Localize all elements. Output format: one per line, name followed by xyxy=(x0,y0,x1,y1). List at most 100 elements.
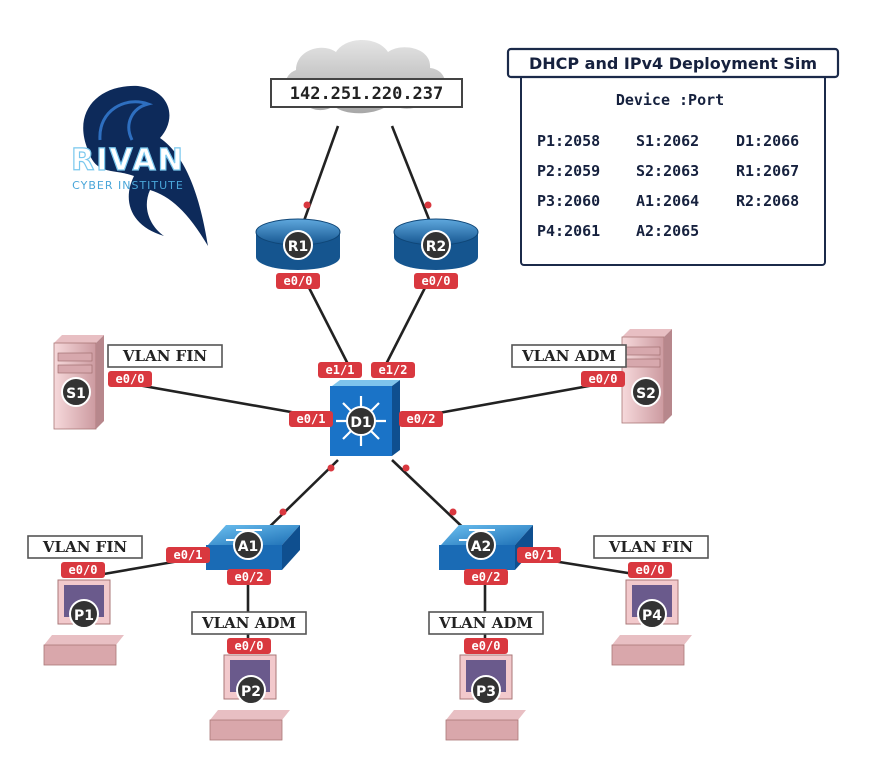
info-entry: R2:2068 xyxy=(736,192,799,210)
pc-p2[interactable]: P2 xyxy=(209,654,290,741)
server-top xyxy=(622,329,672,337)
info-box-entries: P1:2058 S1:2062 D1:2066 P2:2059 S2:2063 … xyxy=(537,132,799,240)
device-label-p2: P2 xyxy=(241,684,261,700)
port-badge xyxy=(399,411,443,427)
pc-base-front xyxy=(611,644,685,666)
link-dot xyxy=(303,201,311,209)
cloud-ip-text: 142.251.220.237 xyxy=(290,84,444,104)
info-box-title: DHCP and IPv4 Deployment Sim xyxy=(529,54,817,73)
port-label-s2: e0/0 xyxy=(589,372,618,386)
vlan-label-s1: VLAN FIN xyxy=(122,347,207,365)
port-badge xyxy=(61,562,105,578)
info-entry: R1:2067 xyxy=(736,162,799,180)
port-label-s1: e0/0 xyxy=(116,372,145,386)
link-dot xyxy=(327,464,335,472)
switch-a2[interactable]: A2 xyxy=(439,525,533,570)
device-label-a2: A2 xyxy=(471,539,492,555)
pc-p4[interactable]: P4 xyxy=(611,579,692,666)
port-label-p4: e0/0 xyxy=(636,563,665,577)
device-badge-circle xyxy=(346,406,376,436)
device-badge-circle xyxy=(69,599,99,629)
device-label-r2: R2 xyxy=(426,239,447,255)
d1-top-face xyxy=(332,380,400,386)
server-s1[interactable]: S1 xyxy=(53,335,104,430)
port-badge xyxy=(517,547,561,563)
pc-base-front xyxy=(445,719,519,741)
pc-base xyxy=(446,710,526,720)
port-label-r1: e0/0 xyxy=(284,274,313,288)
device-label-r1: R1 xyxy=(288,239,309,255)
link-dot xyxy=(424,201,432,209)
port-badge xyxy=(371,362,415,378)
port-label-a2-p4: e0/1 xyxy=(525,548,554,562)
info-entry: P2:2059 xyxy=(537,162,600,180)
port-badge xyxy=(581,371,625,387)
switch-a1[interactable]: A1 xyxy=(206,525,300,570)
internet-cloud: 142.251.220.237 xyxy=(270,40,463,114)
pc-base xyxy=(612,635,692,645)
info-entry: P1:2058 xyxy=(537,132,600,150)
server-drive xyxy=(625,346,661,356)
pc-p1[interactable]: P1 xyxy=(43,579,124,666)
vlan-label-box xyxy=(27,535,143,559)
port-badge xyxy=(276,273,320,289)
pc-base-front xyxy=(43,644,117,666)
vlan-label-box xyxy=(428,611,544,635)
vlan-label-p1: VLAN FIN xyxy=(42,538,127,556)
device-label-s1: S1 xyxy=(66,386,86,402)
device-label-p3: P3 xyxy=(476,684,496,700)
device-label-p1: P1 xyxy=(74,608,94,624)
router-r1[interactable]: R1 xyxy=(255,218,341,270)
device-badge-circle xyxy=(283,230,313,260)
logo-dragon-highlight xyxy=(98,100,154,141)
info-entry: A2:2065 xyxy=(636,222,699,240)
device-label-d1: D1 xyxy=(350,415,371,431)
port-label-a1-p2: e0/2 xyxy=(235,570,264,584)
port-badge xyxy=(464,638,508,654)
port-label-d1-r2: e1/2 xyxy=(379,363,408,377)
cable-cloud-r2 xyxy=(390,125,436,233)
port-badge xyxy=(464,569,508,585)
port-badges: e0/0 e0/0 e1/1 e1/2 e0/1 e0/2 e0/0 e0/0 … xyxy=(61,273,672,654)
port-label-p3: e0/0 xyxy=(472,639,501,653)
info-entry: D1:2066 xyxy=(736,132,799,150)
port-label-a1-p1: e0/1 xyxy=(174,548,203,562)
device-label-a1: A1 xyxy=(238,539,259,555)
info-box-title-frame xyxy=(506,47,840,79)
switch-side-face xyxy=(282,525,300,570)
port-badge xyxy=(108,371,152,387)
cloud-ip-box xyxy=(270,78,463,108)
server-drive xyxy=(57,352,93,362)
pc-base xyxy=(210,710,290,720)
port-label-p1: e0/0 xyxy=(69,563,98,577)
server-s2[interactable]: S2 xyxy=(621,329,672,424)
info-entry: S2:2063 xyxy=(636,162,699,180)
device-badge-circle xyxy=(466,530,496,560)
pc-p3[interactable]: P3 xyxy=(445,654,526,741)
link-dot xyxy=(449,508,457,516)
rivan-logo: RIVAN CYBER INSTITUTE xyxy=(71,85,208,246)
device-label-p4: P4 xyxy=(642,608,662,624)
info-entry: A1:2064 xyxy=(636,192,699,210)
info-entry: P3:2060 xyxy=(537,192,600,210)
device-badge-circle xyxy=(233,530,263,560)
cable-r1-d1 xyxy=(300,273,356,377)
cable-cloud-r1 xyxy=(298,125,340,233)
router-r2[interactable]: R2 xyxy=(393,218,479,270)
multilayer-switch-d1[interactable]: D1 xyxy=(330,380,400,456)
link-dots xyxy=(279,201,457,516)
server-top xyxy=(54,335,104,343)
vlan-label-box xyxy=(107,344,223,368)
port-badge xyxy=(227,638,271,654)
device-badge-circle xyxy=(471,675,501,705)
port-badge xyxy=(166,547,210,563)
pc-base xyxy=(44,635,124,645)
link-dot xyxy=(402,464,410,472)
vlan-label-box xyxy=(191,611,307,635)
logo-dragon-shape xyxy=(83,85,208,246)
port-label-d1-r1: e1/1 xyxy=(326,363,355,377)
server-drive xyxy=(57,364,93,374)
device-badge-circle xyxy=(631,377,661,407)
vlan-label-p2: VLAN ADM xyxy=(201,614,296,632)
